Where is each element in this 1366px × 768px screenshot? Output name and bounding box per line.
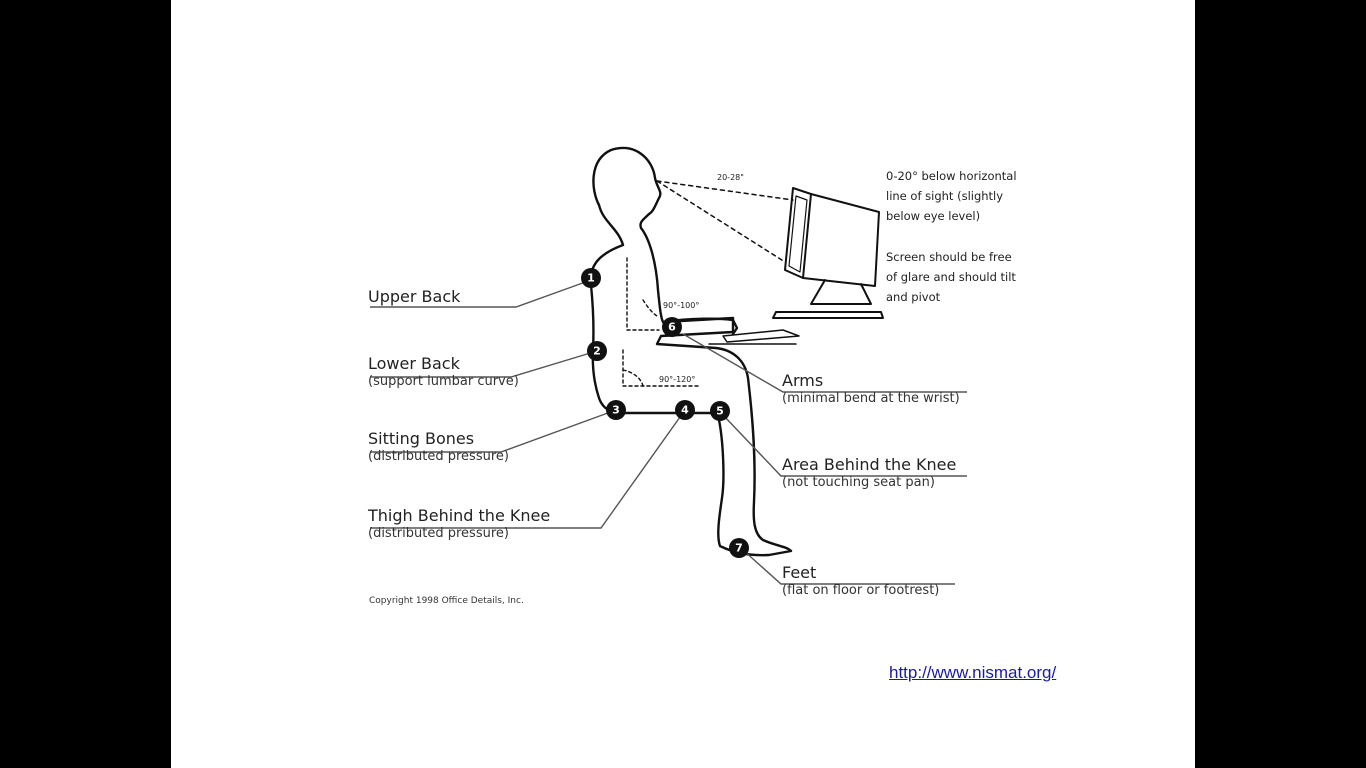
svg-text:5: 5: [716, 405, 724, 418]
label-upper-back: Upper Back: [368, 287, 461, 306]
marker-3: 3: [606, 400, 626, 420]
svg-text:3: 3: [612, 404, 620, 417]
marker-2: 2: [587, 341, 607, 361]
viewing-distance-label: 20-28": [717, 173, 744, 182]
svg-text:2: 2: [593, 345, 601, 358]
marker-7: 7: [729, 538, 749, 558]
markers: 1 2 3 4 5 6 7: [581, 268, 749, 558]
slide: 1 2 3 4 5 6 7 20-28" 90°-100° 90°-120° U…: [171, 0, 1195, 768]
svg-text:4: 4: [681, 404, 689, 417]
leader-lines: [370, 279, 967, 585]
svg-text:6: 6: [668, 321, 676, 334]
label-area-behind-knee: Area Behind the Knee (not touching seat …: [782, 455, 957, 490]
label-arms: Arms (minimal bend at the wrist): [782, 371, 960, 406]
svg-text:1: 1: [587, 272, 595, 285]
screen-note: Screen should be free of glare and shoul…: [886, 250, 1016, 304]
copyright-text: Copyright 1998 Office Details, Inc.: [369, 596, 524, 606]
elbow-angle-label: 90°-100°: [663, 301, 699, 310]
marker-5: 5: [710, 401, 730, 421]
label-lower-back: Lower Back (support lumbar curve): [368, 354, 519, 389]
marker-4: 4: [675, 400, 695, 420]
label-sitting-bones: Sitting Bones (distributed pressure): [368, 429, 509, 464]
ergonomic-posture-diagram: 1 2 3 4 5 6 7 20-28" 90°-100° 90°-120°: [370, 147, 967, 585]
label-feet: Feet (flat on floor or footrest): [782, 563, 940, 598]
hip-angle-label: 90°-120°: [659, 375, 695, 384]
label-thigh-behind-knee: Thigh Behind the Knee (distributed press…: [368, 506, 551, 541]
human-figure-outline: [589, 147, 793, 557]
svg-text:7: 7: [735, 542, 743, 555]
marker-1: 1: [581, 268, 601, 288]
marker-6: 6: [662, 317, 682, 337]
nismat-link[interactable]: http://www.nismat.org/: [889, 663, 1057, 682]
monitor-drawing: [708, 187, 884, 345]
sight-line-note: 0-20° below horizontal line of sight (sl…: [886, 169, 1017, 223]
